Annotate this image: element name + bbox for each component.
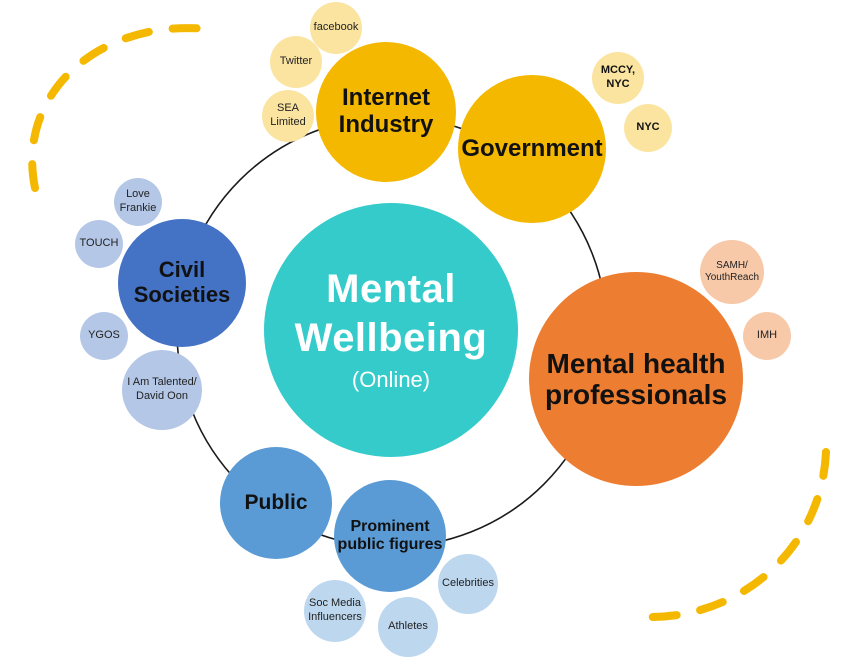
mccy-nyc-label-2: NYC [606, 78, 630, 90]
soc-media-label-2: Influencers [308, 611, 362, 623]
satellite-love-frankie: Love Frankie [114, 178, 162, 226]
civil-societies-label-2: Societies [133, 282, 231, 307]
satellite-mccy-nyc: MCCY, NYC [592, 52, 644, 104]
hub-title-line-1: Mental [326, 266, 456, 311]
prominent-label-1: Prominent [350, 518, 430, 536]
public-label: Public [244, 491, 308, 515]
soc-media-label-1: Soc Media [309, 597, 361, 610]
mental-health-label-1: Mental health [546, 347, 726, 379]
satellite-imh: IMH [743, 312, 791, 360]
mental-wellbeing-hub: Mental Wellbeing (Online) [264, 203, 518, 457]
i-am-talented-label-2: David Oon [136, 390, 188, 402]
satellite-samh-youthreach: SAMH/ YouthReach [700, 240, 764, 304]
love-frankie-label-1: Love [126, 188, 150, 201]
i-am-talented-label-1: I Am Talented/ [127, 376, 197, 389]
satellite-i-am-talented: I Am Talented/ David Oon [122, 350, 202, 430]
satellite-sea-limited: SEA Limited [262, 90, 314, 142]
hub-title-line-2: Wellbeing [294, 315, 488, 360]
samh-label-1: SAMH/ [716, 259, 748, 271]
government-node: Government [458, 75, 606, 223]
prominent-public-figures-node: Prominent public figures [334, 480, 446, 592]
civil-societies-label-1: Civil [158, 257, 206, 283]
dashed-arc-upper-left [28, 24, 219, 192]
satellite-soc-media-influencers: Soc Media Influencers [304, 580, 366, 642]
internet-industry-node: Internet Industry [316, 42, 456, 182]
internet-industry-label-1: Internet [341, 84, 430, 112]
prominent-label-2: public figures [337, 536, 443, 553]
athletes-label: Athletes [388, 620, 428, 633]
internet-industry-label-2: Industry [338, 111, 434, 138]
ygos-label: YGOS [88, 329, 120, 342]
satellite-facebook: facebook [310, 2, 362, 54]
samh-label-2: YouthReach [704, 272, 760, 283]
hub-subtitle: (Online) [351, 367, 431, 393]
celebrities-label: Celebrities [442, 577, 494, 590]
satellite-ygos: YGOS [80, 312, 128, 360]
nyc-label: NYC [636, 121, 660, 134]
imh-label: IMH [756, 329, 778, 342]
sea-limited-label-2: Limited [270, 116, 306, 128]
public-node: Public [220, 447, 332, 559]
mental-health-professionals-node: Mental health professionals [529, 272, 743, 486]
government-label: Government [461, 134, 603, 162]
mental-health-label-2: professionals [544, 379, 728, 410]
satellite-nyc: NYC [624, 104, 672, 152]
twitter-label: Twitter [279, 55, 313, 68]
civil-societies-node: Civil Societies [118, 219, 246, 347]
satellite-athletes: Athletes [378, 597, 438, 657]
satellite-celebrities: Celebrities [438, 554, 498, 614]
touch-label: TOUCH [79, 237, 119, 250]
facebook-label: facebook [313, 21, 359, 34]
mccy-nyc-label-1: MCCY, [600, 64, 636, 77]
love-frankie-label-2: Frankie [119, 202, 157, 214]
satellite-twitter: Twitter [270, 36, 322, 88]
satellite-touch: TOUCH [75, 220, 123, 268]
sea-limited-label-1: SEA [276, 102, 299, 115]
